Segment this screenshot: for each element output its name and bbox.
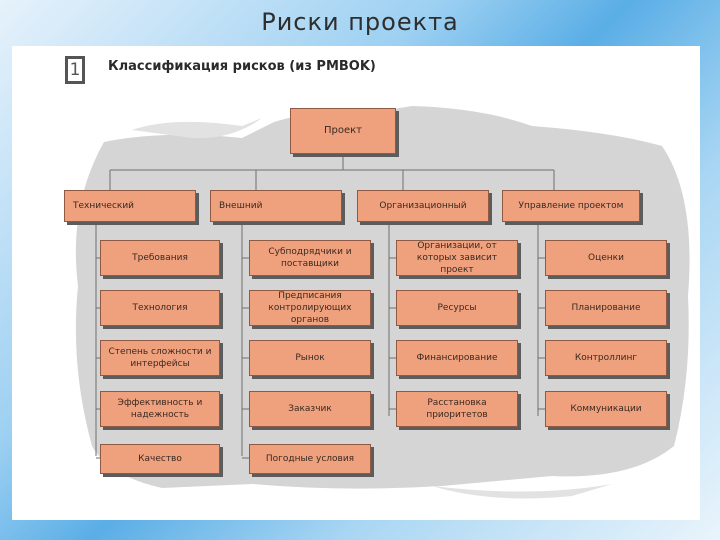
risk-item-subcontractors: Субподрядчики и поставщики <box>249 240 371 276</box>
risk-item-customer: Заказчик <box>249 391 371 427</box>
figure-number: 1 <box>65 56 85 84</box>
risk-item-regulators: Предписания контролирующих органов <box>249 290 371 326</box>
category-technical: Технический <box>64 190 196 222</box>
risk-item-controlling: Контроллинг <box>545 340 667 376</box>
risk-item-requirements: Требования <box>100 240 220 276</box>
node-root: Проект <box>290 108 396 154</box>
connector-lines <box>95 154 555 459</box>
category-external: Внешний <box>210 190 342 222</box>
risk-item-reliability: Эффективность и надежность <box>100 391 220 427</box>
figure-caption: Классификация рисков (из PMBOK) <box>108 59 376 74</box>
risk-item-communications: Коммуникации <box>545 391 667 427</box>
risk-item-dependent-orgs: Организации, от которых зависит проект <box>396 240 518 276</box>
risk-item-quality: Качество <box>100 444 220 474</box>
risk-item-technology: Технология <box>100 290 220 326</box>
risk-item-market: Рынок <box>249 340 371 376</box>
risk-item-priorities: Расстановка приоритетов <box>396 391 518 427</box>
risk-item-estimates: Оценки <box>545 240 667 276</box>
risk-item-planning: Планирование <box>545 290 667 326</box>
category-project-management: Управление проектом <box>502 190 640 222</box>
risk-item-complexity: Степень сложности и интерфейсы <box>100 340 220 376</box>
slide-title: Риски проекта <box>261 8 459 36</box>
risk-item-funding: Финансирование <box>396 340 518 376</box>
figure-panel: 1 Классификация рисков (из PMBOK) <box>12 46 700 520</box>
risk-item-weather: Погодные условия <box>249 444 371 474</box>
category-organizational: Организационный <box>357 190 489 222</box>
risk-item-resources: Ресурсы <box>396 290 518 326</box>
